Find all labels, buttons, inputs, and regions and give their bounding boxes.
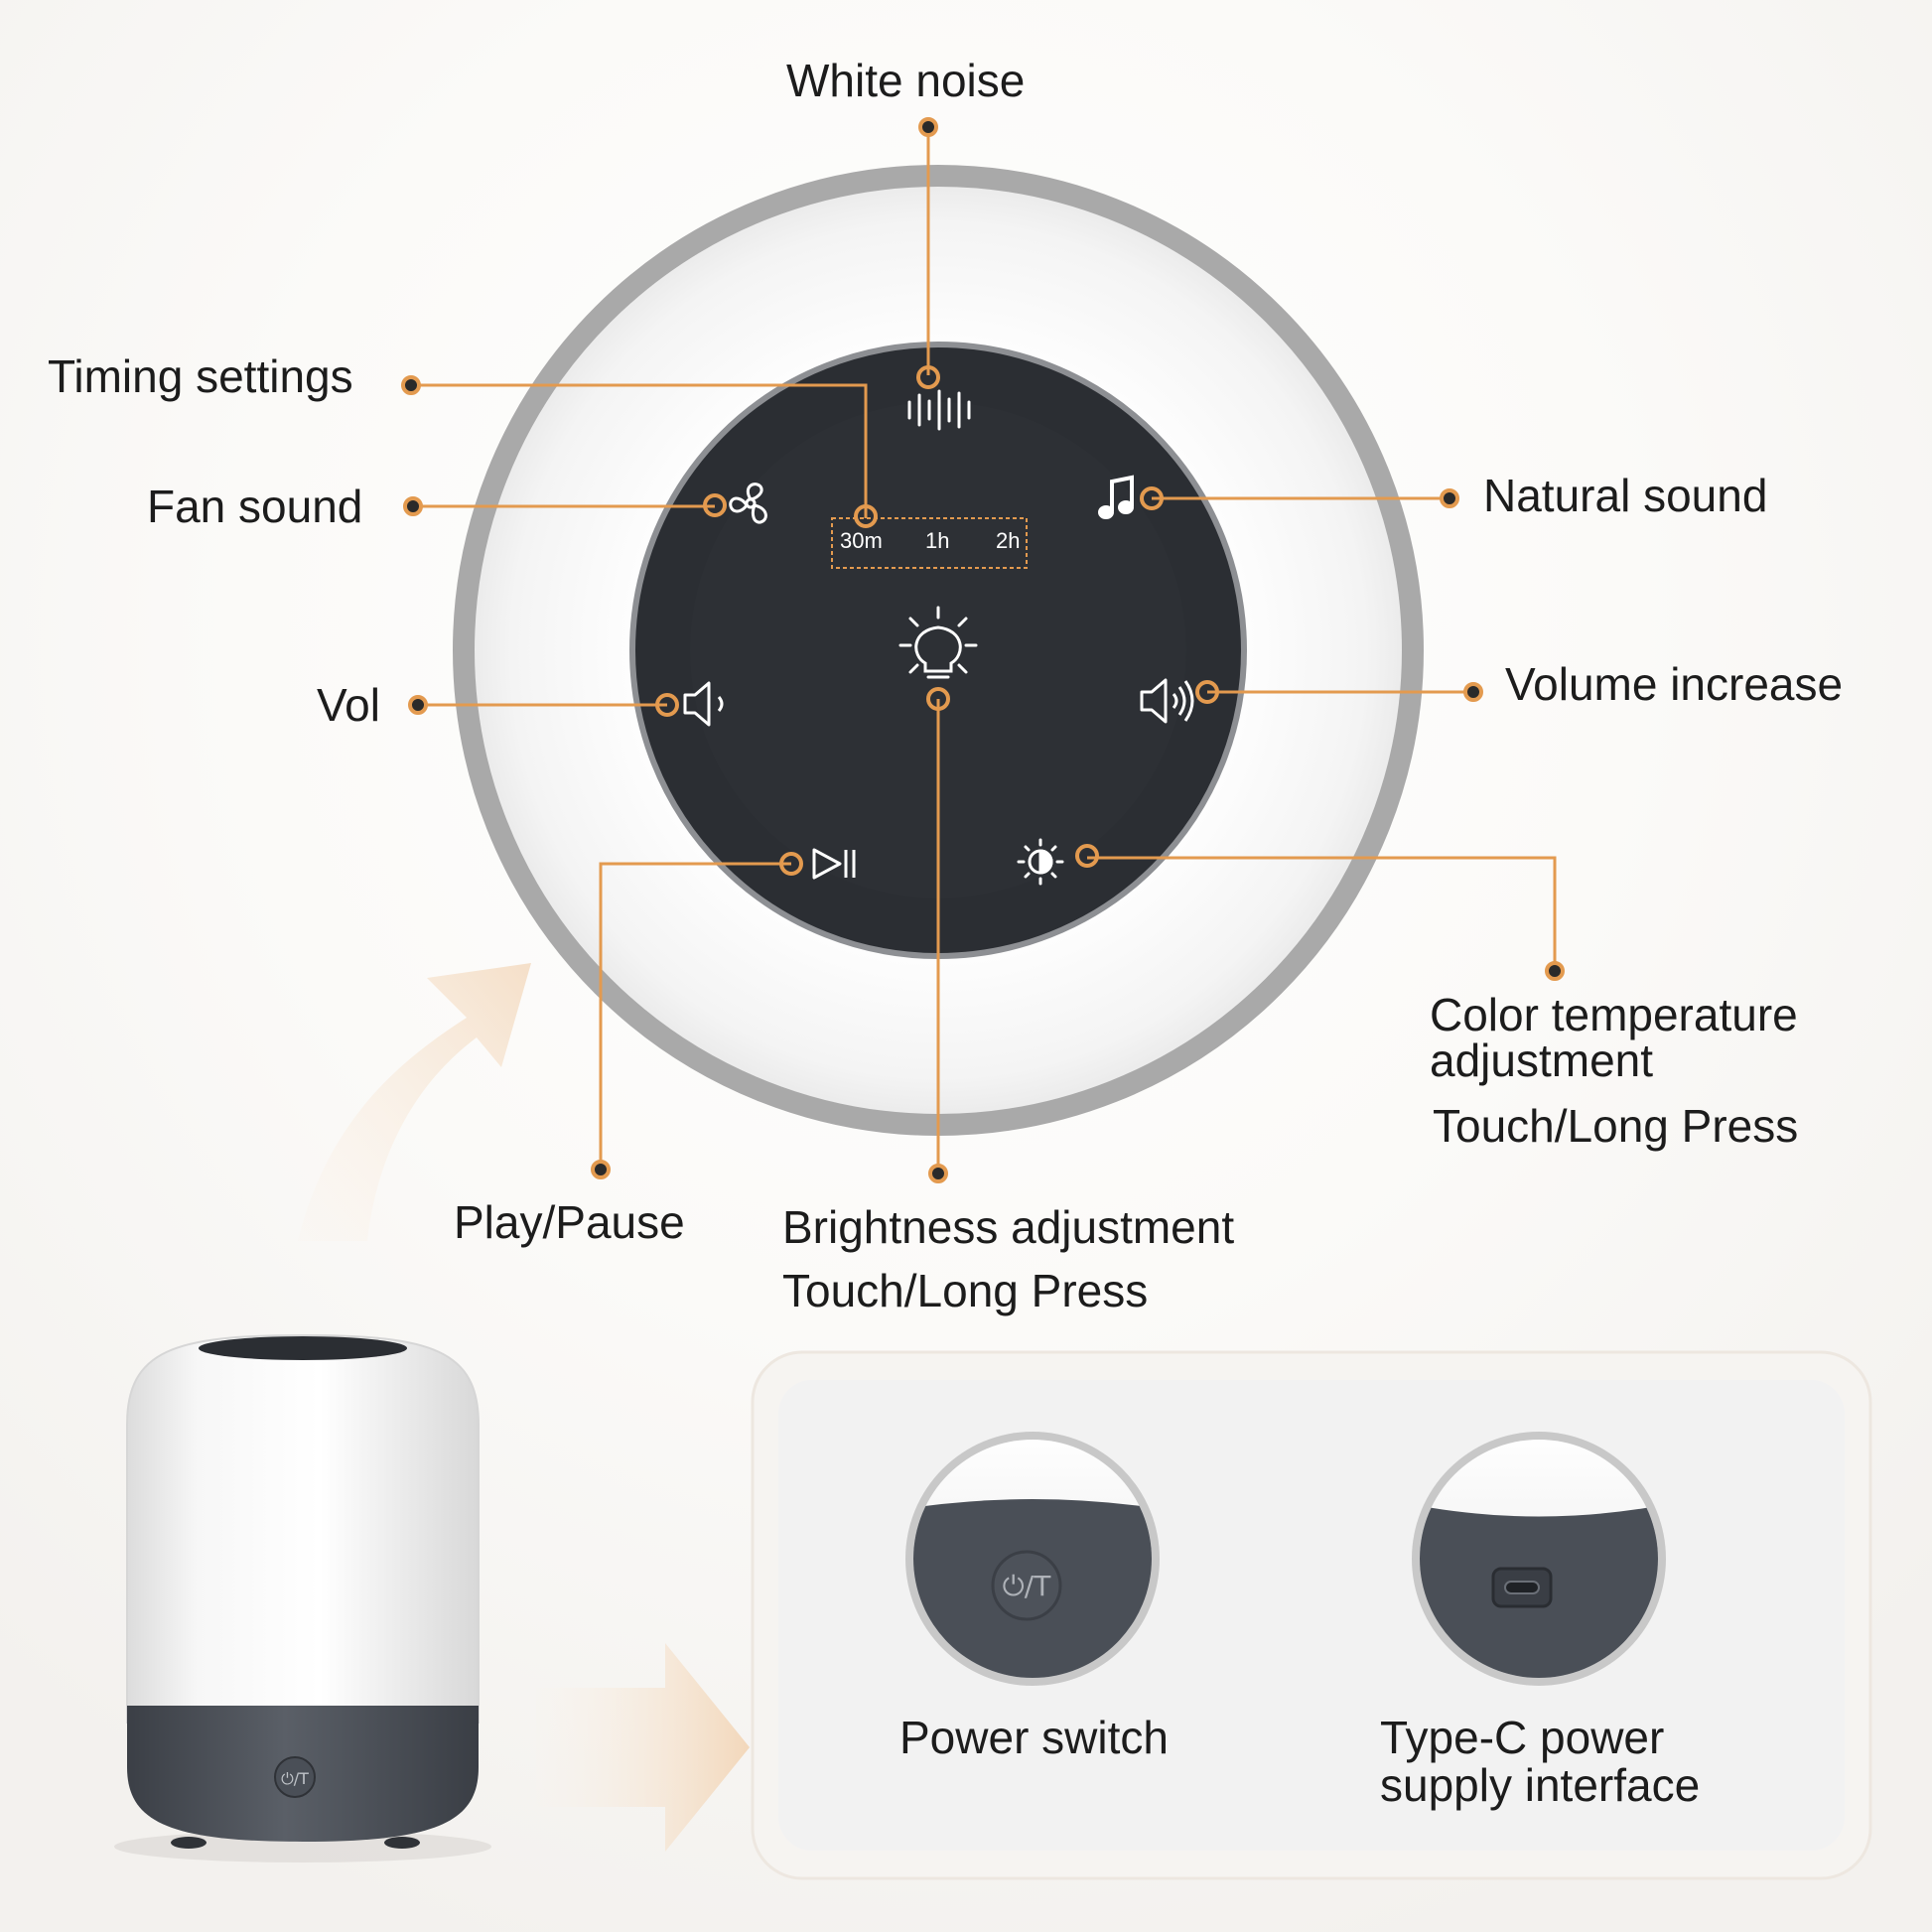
lamp-product-image: ⏻/T (114, 1333, 491, 1863)
label-natural-sound: Natural sound (1483, 470, 1768, 521)
label-white-noise: White noise (786, 55, 1026, 106)
color-temperature-icon (1017, 838, 1064, 886)
white-noise-icon (907, 389, 971, 431)
label-volume-increase: Volume increase (1505, 658, 1844, 710)
power-switch-zoom: ⏻/T (905, 1432, 1160, 1686)
label-brightness-sub: Touch/Long Press (782, 1265, 1149, 1316)
volume-up-icon (1140, 678, 1194, 724)
label-timing-settings: Timing settings (48, 350, 353, 402)
timer-option-30m[interactable]: 30m (840, 528, 883, 553)
label-color-temperature-1: Color temperature (1430, 989, 1798, 1040)
lamp-power-label: ⏻/T (281, 1769, 309, 1788)
label-dots (401, 117, 1565, 1183)
label-color-temperature-sub: Touch/Long Press (1433, 1100, 1799, 1152)
icon-anchor-rings (655, 365, 1219, 876)
power-icon: ⏻/T (1003, 1570, 1052, 1602)
label-typec-2: supply interface (1380, 1759, 1701, 1811)
label-brightness: Brightness adjustment (782, 1201, 1235, 1253)
label-vol: Vol (317, 679, 380, 731)
label-color-temperature-2: adjustment (1430, 1035, 1654, 1086)
timer-box (831, 517, 1028, 569)
timer-option-1h[interactable]: 1h (925, 528, 949, 553)
curved-arrow-decoration (298, 963, 531, 1241)
right-arrow-decoration (536, 1643, 750, 1852)
leader-lines (411, 129, 1557, 1172)
bulb-icon (898, 606, 978, 679)
label-play-pause: Play/Pause (454, 1196, 685, 1248)
music-note-icon (1098, 475, 1134, 519)
label-typec-1: Type-C power (1380, 1712, 1665, 1763)
play-pause-icon (812, 848, 856, 880)
typec-zoom (1412, 1432, 1666, 1686)
volume-down-icon (683, 681, 724, 727)
label-power-switch: Power switch (899, 1712, 1169, 1763)
label-fan-sound: Fan sound (147, 481, 363, 532)
timer-option-2h[interactable]: 2h (996, 528, 1020, 553)
fan-icon (729, 483, 767, 524)
